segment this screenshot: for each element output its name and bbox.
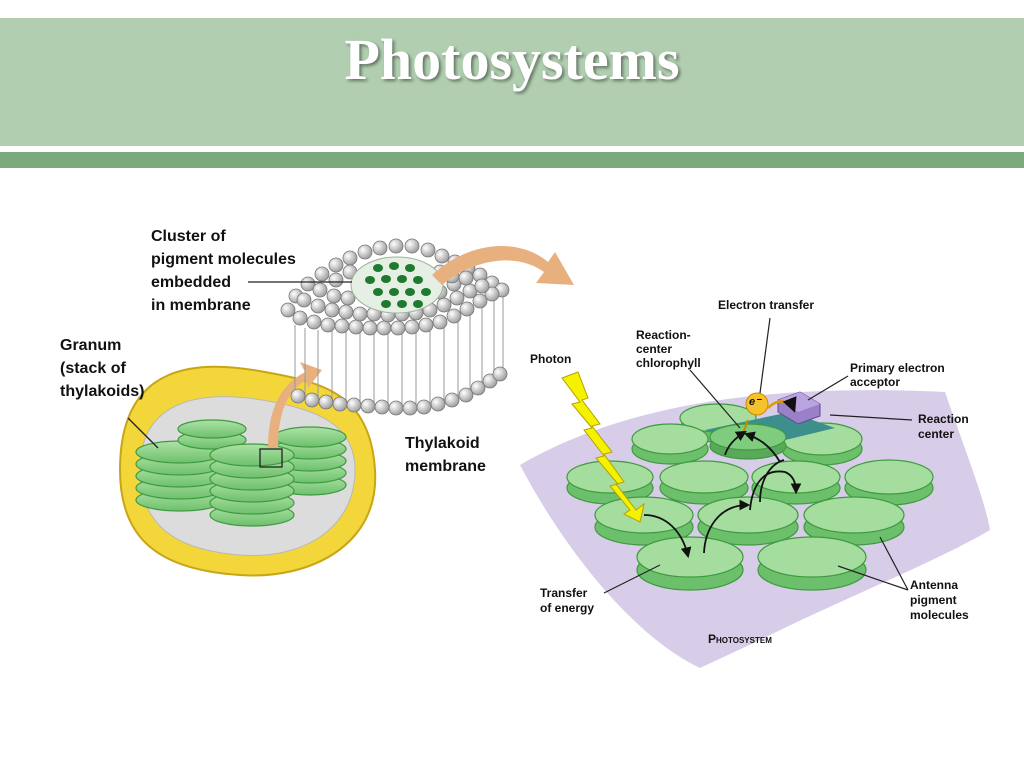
electron-symbol: e⁻ <box>749 396 761 408</box>
reaction-center-chlorophyll-label: Reaction- center chlorophyll <box>636 328 701 370</box>
leader-lines <box>603 317 913 594</box>
photon-bolt <box>561 371 645 523</box>
granum-label: Granum (stack of thylakoids) <box>60 337 145 400</box>
pigment-cluster <box>350 256 444 314</box>
zoom-arrow-1 <box>268 362 322 448</box>
zoom-arrow-2 <box>432 246 574 285</box>
title-divider <box>0 152 1024 168</box>
electron-transfer-label: Electron transfer <box>718 298 815 312</box>
cluster-label: Cluster of pigment molecules embedded in… <box>151 228 296 314</box>
slide-title: Photosystems <box>344 27 680 92</box>
zoom-box <box>259 448 283 468</box>
antenna-pigment-label: Antenna pigment molecules <box>910 578 969 622</box>
photon-label: Photon <box>530 352 572 366</box>
energy-transfer-arrows <box>643 432 802 559</box>
pigment-molecules <box>365 262 431 308</box>
primary-electron-acceptor-label: Primary electron acceptor <box>850 361 945 389</box>
title-bar <box>0 18 1024 146</box>
granum-leader-line <box>127 417 159 449</box>
photosystem-label: Photosystem <box>708 632 772 646</box>
transfer-of-energy-label: Transfer of energy <box>540 586 595 615</box>
reaction-center-label: Reaction center <box>918 412 969 441</box>
thylakoid-membrane-label: Thylakoid membrane <box>405 435 486 475</box>
granum-stack <box>135 419 347 527</box>
